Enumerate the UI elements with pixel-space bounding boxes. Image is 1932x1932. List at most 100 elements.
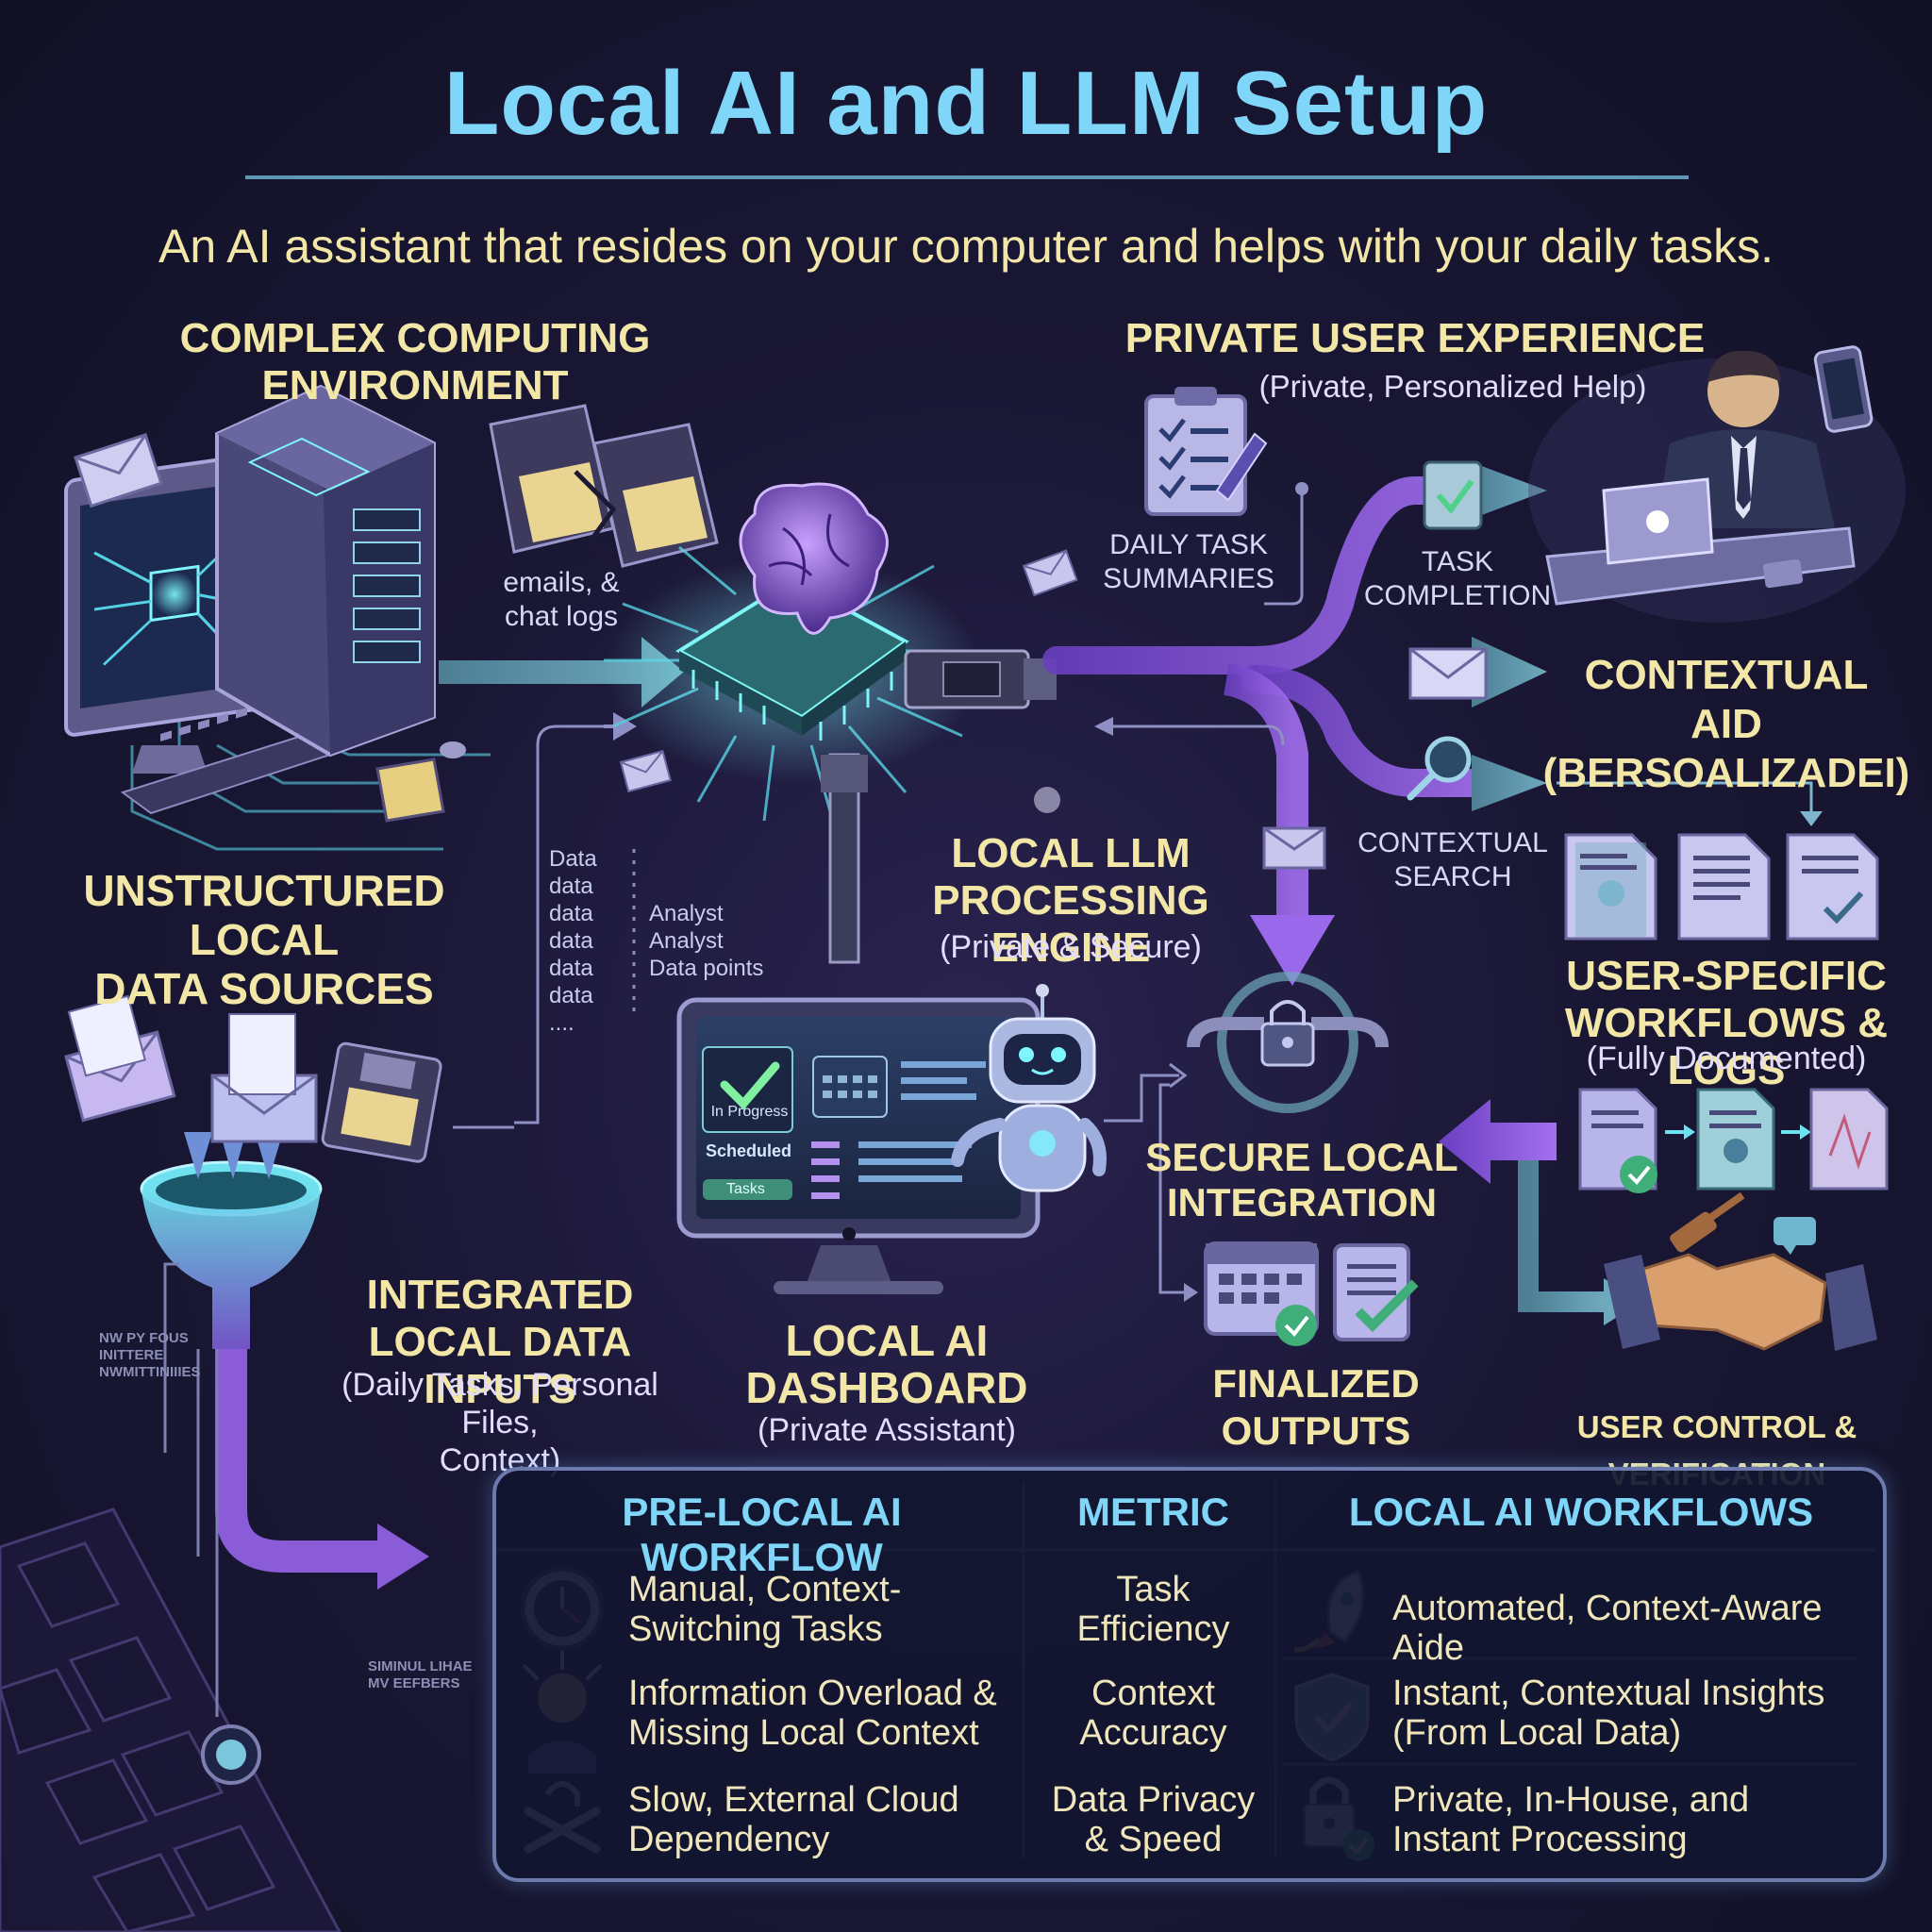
table-cell-line: & Speed: [1084, 1820, 1223, 1859]
table-cell-line: Efficiency: [1076, 1609, 1230, 1649]
task-completion-line-1: TASK: [1421, 546, 1494, 577]
private-ux-heading: PRIVATE USER EXPERIENCE: [1124, 315, 1706, 361]
task-completion-line-2: COMPLETION: [1363, 580, 1552, 611]
daily-task-line-1: DAILY TASK: [1109, 529, 1268, 560]
document-icons-row: [1564, 833, 1879, 941]
integrated-line-1: INTEGRATED: [366, 1272, 634, 1318]
dashboard-subtitle: (Private Assistant): [758, 1412, 1016, 1448]
daily-task-connector: [1264, 491, 1304, 606]
task-check-icon: [1423, 460, 1483, 530]
integrated-sub-1: (Daily Tasks, Personal Files,: [341, 1367, 658, 1441]
secure-heading: SECURE LOCAL INTEGRATION: [1132, 1135, 1472, 1225]
user-specific-line-1: USER-SPECIFIC: [1566, 953, 1887, 999]
unstructured-heading: UNSTRUCTURED LOCAL DATA SOURCES: [38, 866, 491, 1013]
faint-left-line: NW PY FOUS: [99, 1330, 189, 1346]
table-row-2-metric: Context Accuracy: [1027, 1674, 1279, 1753]
contextual-aid-line-2: AID (BERSOALIZADEI): [1542, 701, 1910, 796]
envelope-icon-left: [74, 433, 163, 508]
data-list-item: data: [549, 901, 593, 926]
table-cell-line: Task: [1116, 1570, 1191, 1609]
search-to-docs-connector: [1557, 781, 1813, 811]
table-row-3-metric: Data Privacy & Speed: [1027, 1780, 1279, 1859]
secure-chain-lock-icon: [1187, 972, 1389, 1113]
table-cell-line: Dependency: [628, 1820, 830, 1859]
table-cell-line: Information Overload &: [628, 1674, 997, 1713]
dashboard-line-2: DASHBOARD: [745, 1363, 1028, 1412]
secure-line-2: INTEGRATION: [1166, 1180, 1438, 1224]
table-cell-line: Data Privacy: [1051, 1780, 1256, 1820]
data-list-connector: [514, 724, 636, 1124]
data-list-item: ....: [549, 1010, 575, 1036]
keyboard-grid-decoration: [0, 1507, 341, 1932]
table-row-1-local: Automated, Context-Aware Aide: [1392, 1589, 1874, 1668]
funnel-illustration: [64, 994, 442, 1785]
robot-assistant-illustration: [951, 984, 1107, 1192]
faint-left-line: INITTERE: [99, 1347, 164, 1363]
integrated-subtitle: (Daily Tasks, Personal Files, Context): [302, 1366, 698, 1479]
table-cell-line: Instant, Contextual Insights: [1392, 1674, 1825, 1713]
workflows-to-secure-arrow: [1439, 1099, 1557, 1184]
table-cell-line: Switching Tasks: [628, 1609, 883, 1649]
engine-subtitle: (Private & Secure): [940, 929, 1202, 965]
daily-task-label: DAILY TASK SUMMARIES: [1085, 528, 1292, 596]
contextual-search-line-2: SEARCH: [1393, 861, 1512, 892]
daily-task-line-2: SUMMARIES: [1103, 563, 1274, 594]
clipboard-check-icon: [1333, 1243, 1419, 1341]
analyst-list: Analyst Analyst Data points: [649, 900, 791, 982]
dashboard-line-1: LOCAL AI: [785, 1316, 989, 1365]
private-ux-subtitle: (Private, Personalized Help): [1258, 369, 1647, 404]
contextual-search-label: CONTEXTUAL SEARCH: [1340, 826, 1566, 894]
table-cell-line: (From Local Data): [1392, 1713, 1682, 1753]
contextual-search-line-1: CONTEXTUAL: [1357, 827, 1548, 858]
user-specific-heading: USER-SPECIFIC WORKFLOWS & LOGS: [1528, 953, 1924, 1094]
envelope-small-icon: [1262, 826, 1326, 870]
integrated-heading: INTEGRATED LOCAL DATA INPUTS: [302, 1272, 698, 1413]
ethernet-connector: [904, 649, 1057, 709]
dashboard-task-text: Tasks: [726, 1181, 765, 1197]
table-header-metric: METRIC: [1077, 1490, 1229, 1534]
dashboard-scheduled-text: Scheduled: [706, 1141, 792, 1160]
table-row-1-metric: Task Efficiency: [1027, 1570, 1279, 1649]
server-tower-illustration: [215, 384, 436, 758]
table-row-3-local: Private, In-House, and Instant Processin…: [1392, 1780, 1874, 1859]
teal-arrowheads: [1472, 462, 1547, 811]
faint-bottom-line: MV EEFBERS: [368, 1675, 460, 1691]
table-cell-line: Accuracy: [1079, 1713, 1227, 1753]
secure-line-1: SECURE LOCAL: [1145, 1135, 1458, 1179]
calendar-check-icon: [1204, 1241, 1319, 1346]
floppy-disk-icons: [489, 404, 719, 573]
table-row-2-local: Instant, Contextual Insights (From Local…: [1392, 1674, 1874, 1753]
unstructured-line-1: UNSTRUCTURED LOCAL: [83, 866, 445, 964]
table-cell-line: Private, In-House, and: [1392, 1780, 1750, 1820]
workflow-document-chain: [1578, 1088, 1889, 1193]
data-list-item: data: [549, 956, 593, 981]
faint-bottom-text: SIMINUL LIHAE MV EEFBERS: [368, 1658, 500, 1692]
emails-line-2: chat logs: [504, 601, 619, 632]
page-subtitle: An AI assistant that resides on your com…: [158, 220, 1774, 273]
data-list-item: Data: [549, 846, 597, 872]
analyst-list-item: Analyst: [649, 901, 724, 926]
complex-env-heading: COMPLEX COMPUTING ENVIRONMENT: [179, 315, 651, 408]
llm-chip-illustration: [604, 482, 1060, 964]
table-row-2-pre: Information Overload & Missing Local Con…: [628, 1674, 1024, 1753]
emails-line-1: emails, &: [503, 567, 620, 598]
user-specific-line-2: WORKFLOWS & LOGS: [1564, 1000, 1889, 1093]
handshake-gavel-icon: [1604, 1191, 1877, 1351]
dashboard-status-text: In Progress: [710, 1104, 789, 1120]
clipboard-checklist-icon: [1144, 387, 1268, 516]
data-list-item: data: [549, 983, 593, 1008]
robot-to-secure-connector: [1104, 1074, 1170, 1123]
contextual-aid-line-1: CONTEXTUAL: [1584, 652, 1869, 698]
finalized-heading: FINALIZED OUTPUTS: [1212, 1361, 1420, 1453]
input-arrow: [439, 637, 684, 708]
table-row-3-pre: Slow, External Cloud Dependency: [628, 1780, 1024, 1859]
user-specific-subtitle: (Fully Documented): [1586, 1041, 1867, 1076]
engine-line-1: LOCAL LLM: [951, 830, 1191, 876]
purple-flow-arrows: [1042, 476, 1486, 986]
table-row-1-pre: Manual, Context- Switching Tasks: [628, 1570, 1024, 1649]
businessman-at-laptop-illustration: [1528, 345, 1906, 623]
data-list: Data data data data data data ....: [549, 845, 643, 1037]
task-completion-label: TASK COMPLETION: [1349, 545, 1566, 613]
table-cell-line: Automated, Context-Aware Aide: [1392, 1589, 1823, 1668]
